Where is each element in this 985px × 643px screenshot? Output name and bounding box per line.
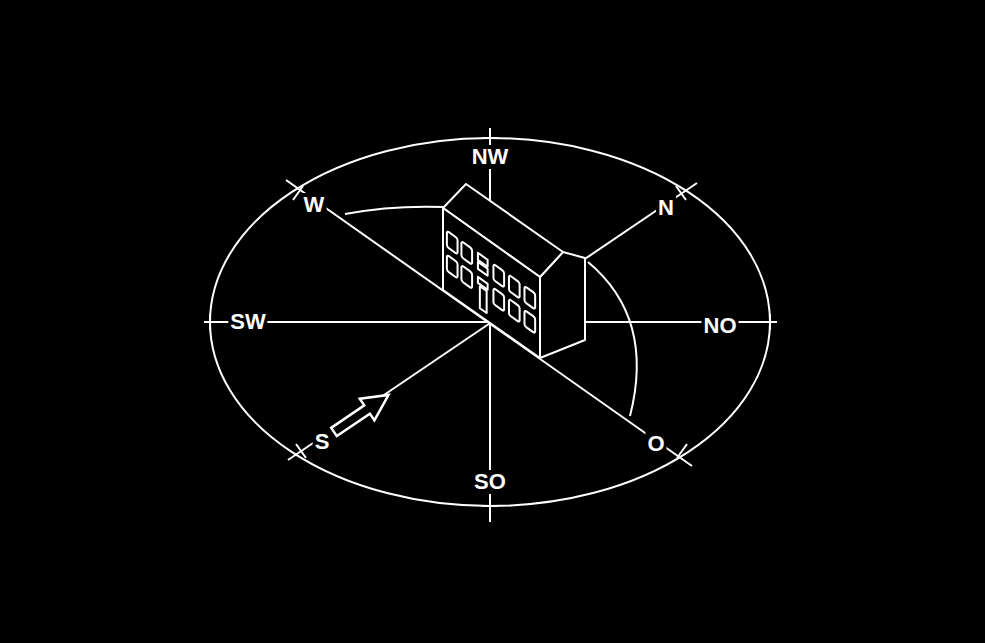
tick-mark: [209, 314, 211, 330]
direction-label: SO: [472, 470, 508, 494]
direction-arrow: [327, 384, 396, 443]
facade: [443, 208, 540, 358]
direction-label: O: [645, 432, 666, 456]
direction-label: NO: [702, 314, 739, 338]
arc-line: [345, 207, 445, 214]
arc-line: [588, 262, 637, 416]
windows: [447, 231, 535, 348]
building: [443, 184, 585, 358]
direction-label: NW: [470, 145, 511, 169]
tick-mark: [677, 444, 687, 458]
tick-mark: [676, 186, 686, 200]
tick-mark: [296, 444, 306, 458]
axis-line: [288, 183, 697, 460]
direction-label: S: [313, 430, 332, 454]
direction-label: W: [302, 193, 327, 217]
direction-label: SW: [228, 310, 267, 334]
tick-mark: [769, 314, 771, 330]
axis-line: [286, 180, 692, 466]
tick-mark: [482, 505, 498, 507]
tick-mark: [482, 137, 498, 139]
direction-label: N: [656, 196, 676, 220]
